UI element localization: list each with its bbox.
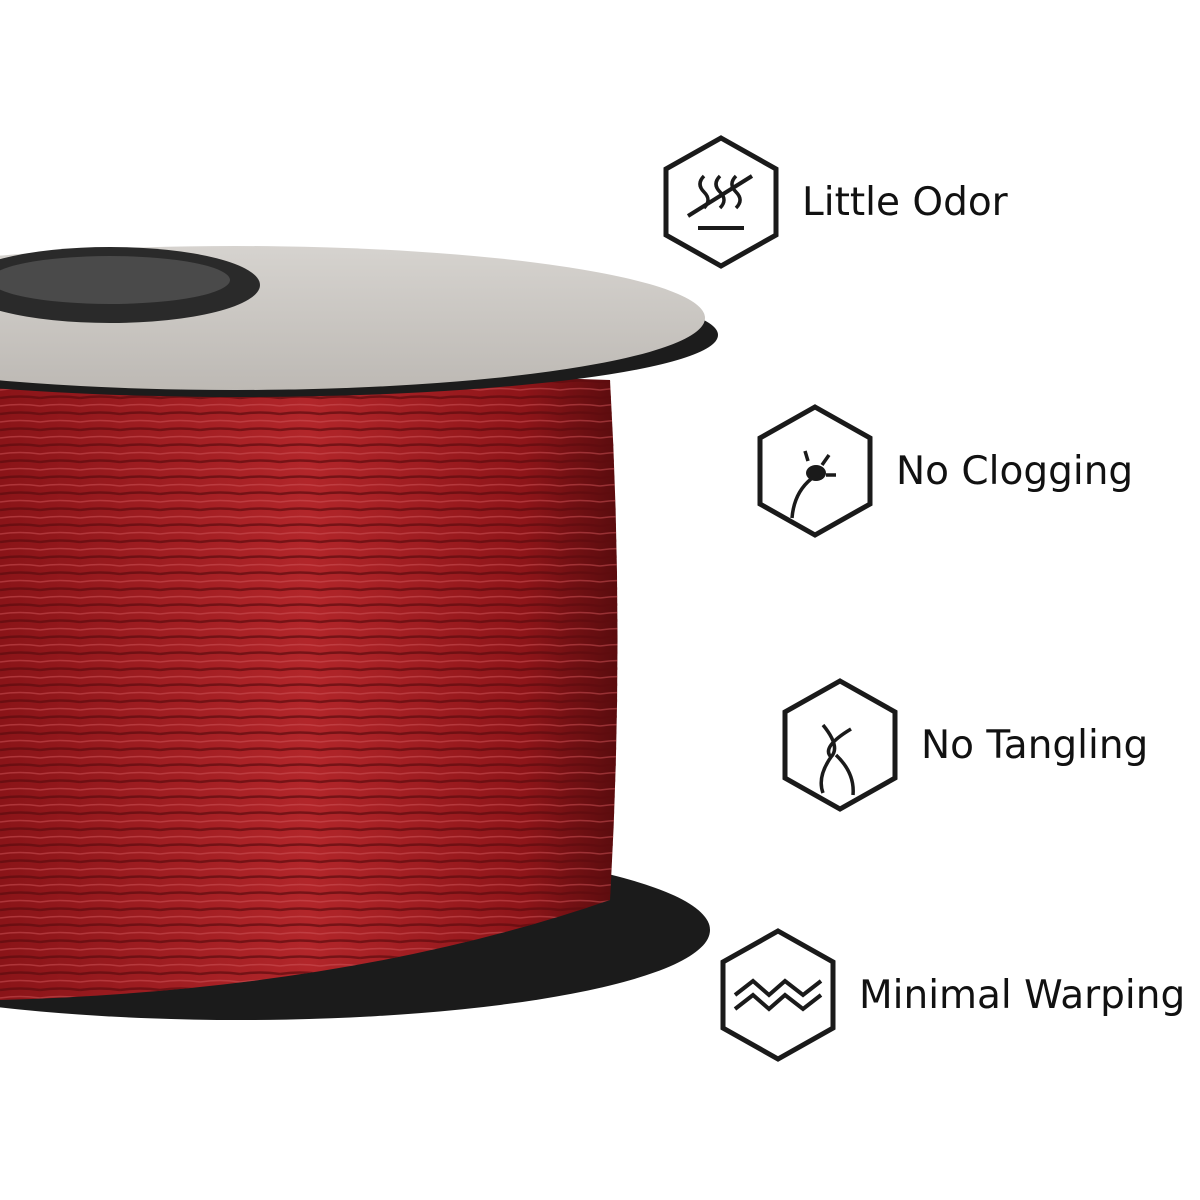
warp-zigzag-icon [720, 928, 836, 1062]
filament-spool-image [0, 246, 718, 1020]
feature-no-clogging: No Clogging [756, 403, 1133, 539]
feature-label: Minimal Warping [859, 972, 1186, 1018]
feature-label: Little Odor [802, 179, 1008, 225]
feature-label: No Tangling [921, 722, 1149, 768]
feature-no-tangling: No Tangling [781, 677, 1148, 813]
heat-waves-crossed-icon [663, 135, 779, 269]
feature-minimal-warping: Minimal Warping [719, 927, 1185, 1063]
feature-little-odor: Little Odor [662, 134, 1008, 270]
feature-label: No Clogging [896, 448, 1134, 494]
nozzle-clog-icon [757, 404, 873, 538]
tangle-knot-icon [782, 678, 898, 812]
